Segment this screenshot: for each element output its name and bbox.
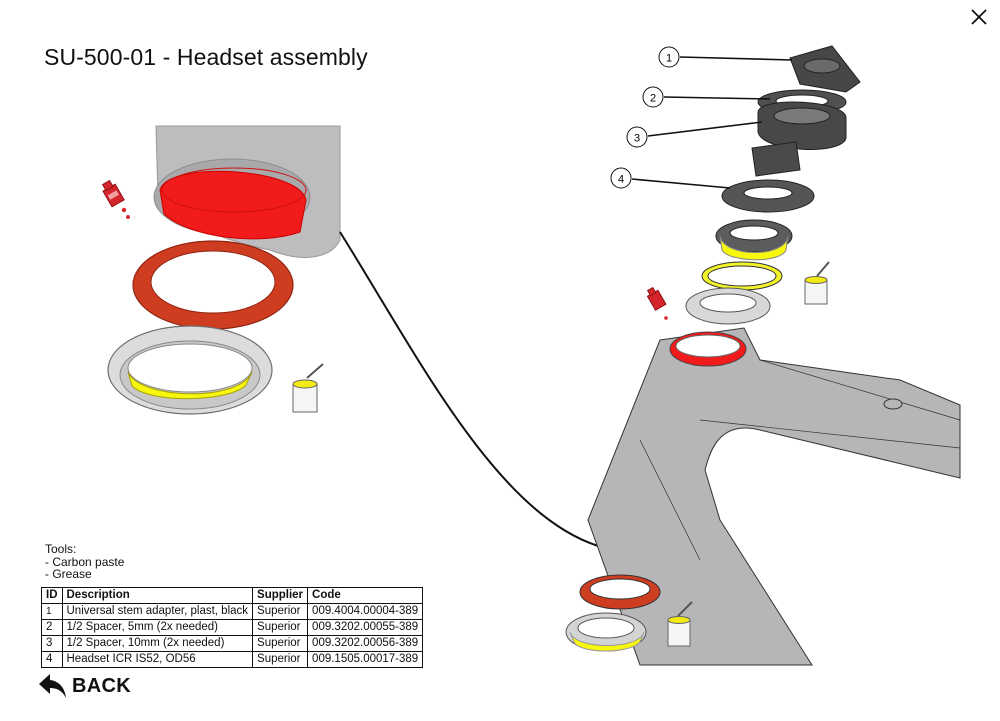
top-bearing-grease: [715, 219, 793, 261]
table-header-row: ID Description Supplier Code: [41, 587, 424, 604]
lower-crown-race: [579, 574, 661, 610]
column-header-code: Code: [307, 587, 424, 604]
cell-supplier: Superior: [252, 603, 309, 620]
callout-1: 1: [666, 53, 672, 65]
column-header-description: Description: [61, 587, 254, 604]
cell-description: Universal stem adapter, plast, black: [61, 603, 254, 620]
table-row: 4 Headset ICR IS52, OD56 Superior 009.15…: [41, 651, 424, 668]
cell-supplier: Superior: [252, 619, 309, 636]
cell-id: 1: [41, 603, 63, 620]
compression-ring: [701, 261, 783, 291]
callout-3: 3: [634, 133, 640, 145]
callout-4: 4: [618, 174, 624, 186]
lower-parts: [565, 574, 693, 652]
table-row: 1 Universal stem adapter, plast, black S…: [41, 603, 424, 620]
cell-id: 4: [41, 651, 63, 668]
paste-bottle-icon: [646, 286, 667, 311]
carbon-paste-surface: [159, 170, 307, 240]
lower-bearing-grease: [565, 612, 647, 652]
cell-id: 2: [41, 619, 63, 636]
back-label: BACK: [72, 674, 131, 697]
cell-id: 3: [41, 635, 63, 652]
detail-view: [101, 125, 606, 549]
cell-code: 009.3202.00055-389: [307, 619, 424, 636]
column-header-id: ID: [41, 587, 63, 604]
cell-description: Headset ICR IS52, OD56: [61, 651, 254, 668]
part-3-spacer-10mm: [757, 101, 847, 150]
callout-2: 2: [650, 93, 656, 105]
back-button[interactable]: BACK: [38, 672, 131, 700]
cell-description: 1/2 Spacer, 5mm (2x needed): [61, 619, 254, 636]
part-4-headset: [721, 179, 815, 213]
back-arrow-icon: [39, 674, 66, 698]
grease-pot-icon: [804, 261, 830, 305]
part-1-stem-adapter: [789, 45, 861, 93]
frame-front: [587, 327, 961, 666]
frame-main: [587, 327, 961, 666]
tool-item: - Carbon paste: [45, 554, 125, 569]
tools-list: Tools: - Carbon paste - Grease: [45, 543, 124, 581]
cell-description: 1/2 Spacer, 10mm (2x needed): [61, 635, 254, 652]
cell-code: 009.3202.00056-389: [307, 635, 424, 652]
stack-parts: [646, 45, 861, 325]
page-title: SU-500-01 - Headset assembly: [44, 44, 368, 70]
table-row: 2 1/2 Spacer, 5mm (2x needed) Superior 0…: [41, 619, 424, 636]
paste-bottle-icon: [101, 179, 125, 208]
cell-code: 009.4004.00004-389: [307, 603, 424, 620]
callouts: 1 2 3 4: [610, 46, 793, 189]
close-icon[interactable]: [968, 6, 990, 28]
bearing-grease: [107, 325, 273, 415]
grease-pot-icon: [667, 601, 693, 647]
cell-supplier: Superior: [252, 651, 309, 668]
parts-table: ID Description Supplier Code 1 Universal…: [41, 587, 424, 668]
column-header-supplier: Supplier: [252, 587, 309, 604]
crown-race-ring: [132, 240, 294, 330]
cell-supplier: Superior: [252, 635, 309, 652]
grey-bearing-upper: [685, 287, 771, 325]
table-row: 3 1/2 Spacer, 10mm (2x needed) Superior …: [41, 635, 424, 652]
part-spacer-half: [751, 141, 801, 177]
tool-item: - Grease: [45, 567, 92, 581]
cell-code: 009.1505.00017-389: [307, 651, 424, 668]
tools-heading: Tools:: [45, 542, 77, 556]
grease-pot-icon: [292, 363, 324, 413]
